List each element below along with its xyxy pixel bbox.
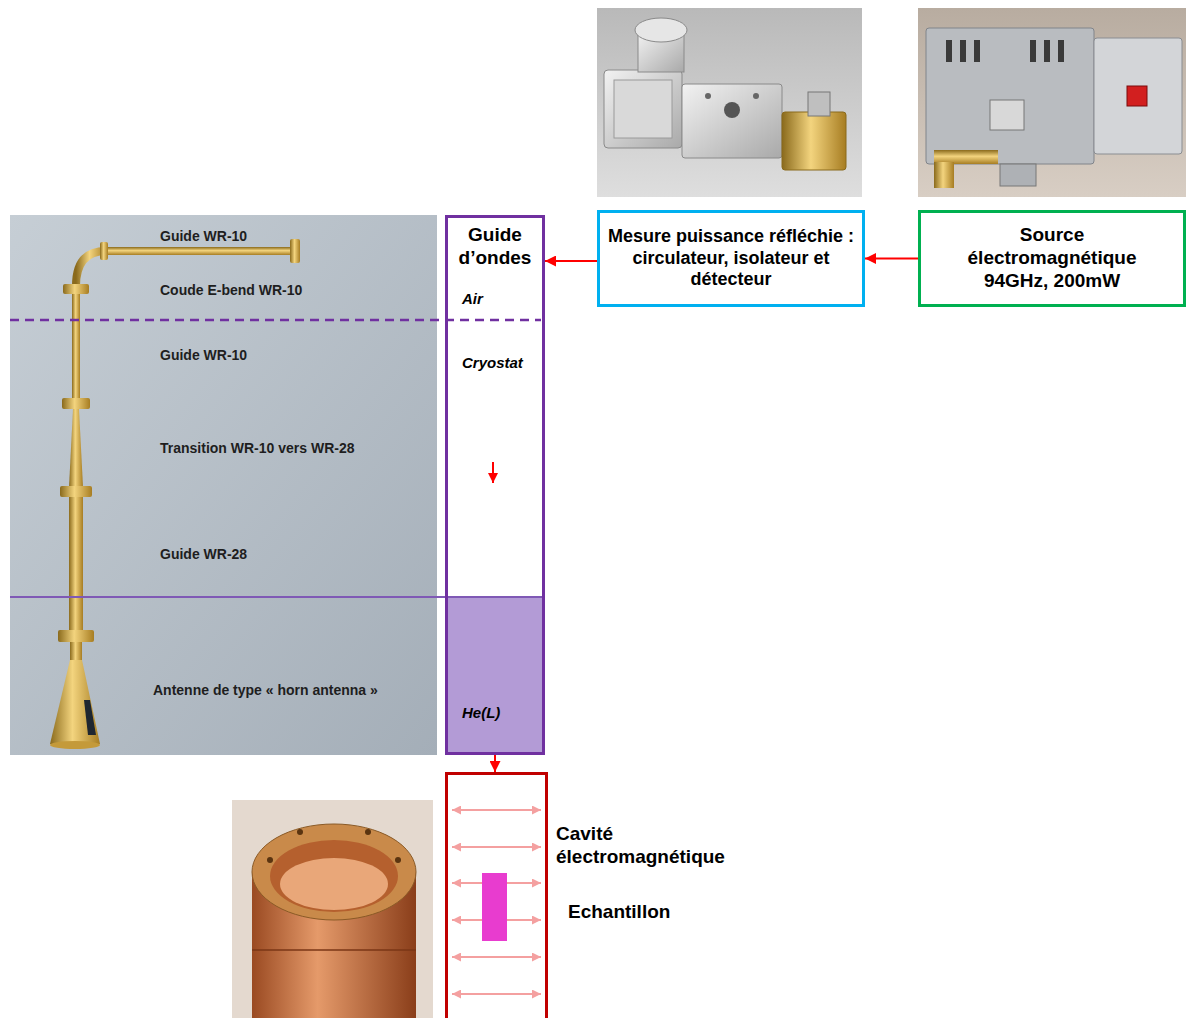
flow-arrow <box>492 462 494 483</box>
screw-hole <box>297 829 303 835</box>
screw-hole <box>395 857 401 863</box>
tape-mark <box>84 700 96 735</box>
waveguide-photo <box>10 215 437 755</box>
photo-ground <box>232 800 433 1018</box>
detector-block <box>782 112 846 170</box>
power-switch <box>1127 86 1147 106</box>
source-box <box>926 28 1094 164</box>
cavity-photo <box>232 800 433 1018</box>
measurement-box: Mesure puissance réfléchie : circulateur… <box>597 210 865 307</box>
field-arrow <box>452 956 541 958</box>
zone-label: He(L) <box>462 704 500 722</box>
vent <box>1044 40 1050 62</box>
wr10-tube <box>102 247 294 255</box>
output-waveguide <box>934 150 998 164</box>
body-joint <box>252 949 416 951</box>
signal-arrow <box>545 260 597 262</box>
cavity-opening <box>270 840 398 912</box>
part-label: Guide WR-10 <box>160 347 247 363</box>
part-label: Guide WR-10 <box>160 228 247 244</box>
flange <box>60 486 92 497</box>
column-title: Guide d’ondes <box>448 224 542 270</box>
circulator-photo <box>597 8 862 197</box>
vent <box>946 40 952 62</box>
zone-label: Cryostat <box>462 354 523 372</box>
source-box: Source électromagnétique 94GHz, 200mW <box>918 210 1186 307</box>
waveguide-column: Guide d’ondesAirCryostatHe(L) <box>445 215 545 755</box>
photo-ground <box>10 215 437 755</box>
screw <box>753 93 759 99</box>
part-label: Guide WR-28 <box>160 546 247 562</box>
port-hole <box>724 102 740 118</box>
signal-arrow <box>494 755 496 772</box>
vent <box>960 40 966 62</box>
box-text: Source électromagnétique 94GHz, 200mW <box>949 224 1155 292</box>
cavity-inside <box>280 858 388 910</box>
horn-neck <box>70 642 82 660</box>
isolator-face <box>614 80 672 138</box>
flange <box>100 242 108 260</box>
cavity-title: Cavité électromagnétique <box>556 823 756 869</box>
part-label: Transition WR-10 vers WR-28 <box>160 440 355 456</box>
flange <box>63 284 89 294</box>
screw-hole <box>365 829 371 835</box>
field-arrow <box>452 846 541 848</box>
wr10-tube <box>72 294 80 400</box>
air-cryostat-limit <box>10 319 541 322</box>
flange <box>62 398 90 409</box>
power-supply <box>1094 38 1182 154</box>
part-label: Antenne de type « horn antenna » <box>153 682 378 698</box>
zone-label: Air <box>462 290 483 308</box>
cavity-box: Cavité électromagnétiqueEchantillon <box>445 772 548 1018</box>
sample-label: Echantillon <box>568 901 768 924</box>
photo-ground <box>597 8 862 197</box>
signal-arrow <box>865 258 918 260</box>
taper <box>69 409 83 487</box>
isolator-block <box>604 70 682 148</box>
cavity-rim <box>252 824 416 920</box>
vent <box>1058 40 1064 62</box>
helium-level <box>10 596 545 598</box>
horn-antenna <box>50 660 100 744</box>
flange <box>290 239 300 263</box>
field-lines <box>452 810 541 994</box>
source-photo <box>918 8 1186 197</box>
liquid-helium-fill <box>447 597 544 754</box>
circulator-block <box>682 84 782 158</box>
part-label: Coude E-bend WR-10 <box>160 282 302 298</box>
round-flange <box>635 18 687 42</box>
horn-mouth <box>50 741 100 749</box>
sample <box>482 873 507 941</box>
screw-hole <box>267 857 273 863</box>
photo-ground <box>918 8 1186 197</box>
attenuator <box>1000 164 1036 186</box>
vent <box>1030 40 1036 62</box>
wr28-tube <box>69 497 83 631</box>
flange <box>58 630 94 642</box>
output-flange <box>934 162 954 188</box>
box-text: Mesure puissance réfléchie : circulateur… <box>606 226 856 291</box>
screw <box>705 93 711 99</box>
field-arrow <box>452 993 541 995</box>
front-plate <box>990 100 1024 130</box>
vent <box>974 40 980 62</box>
field-arrow <box>452 809 541 811</box>
detector-connector <box>808 92 830 116</box>
